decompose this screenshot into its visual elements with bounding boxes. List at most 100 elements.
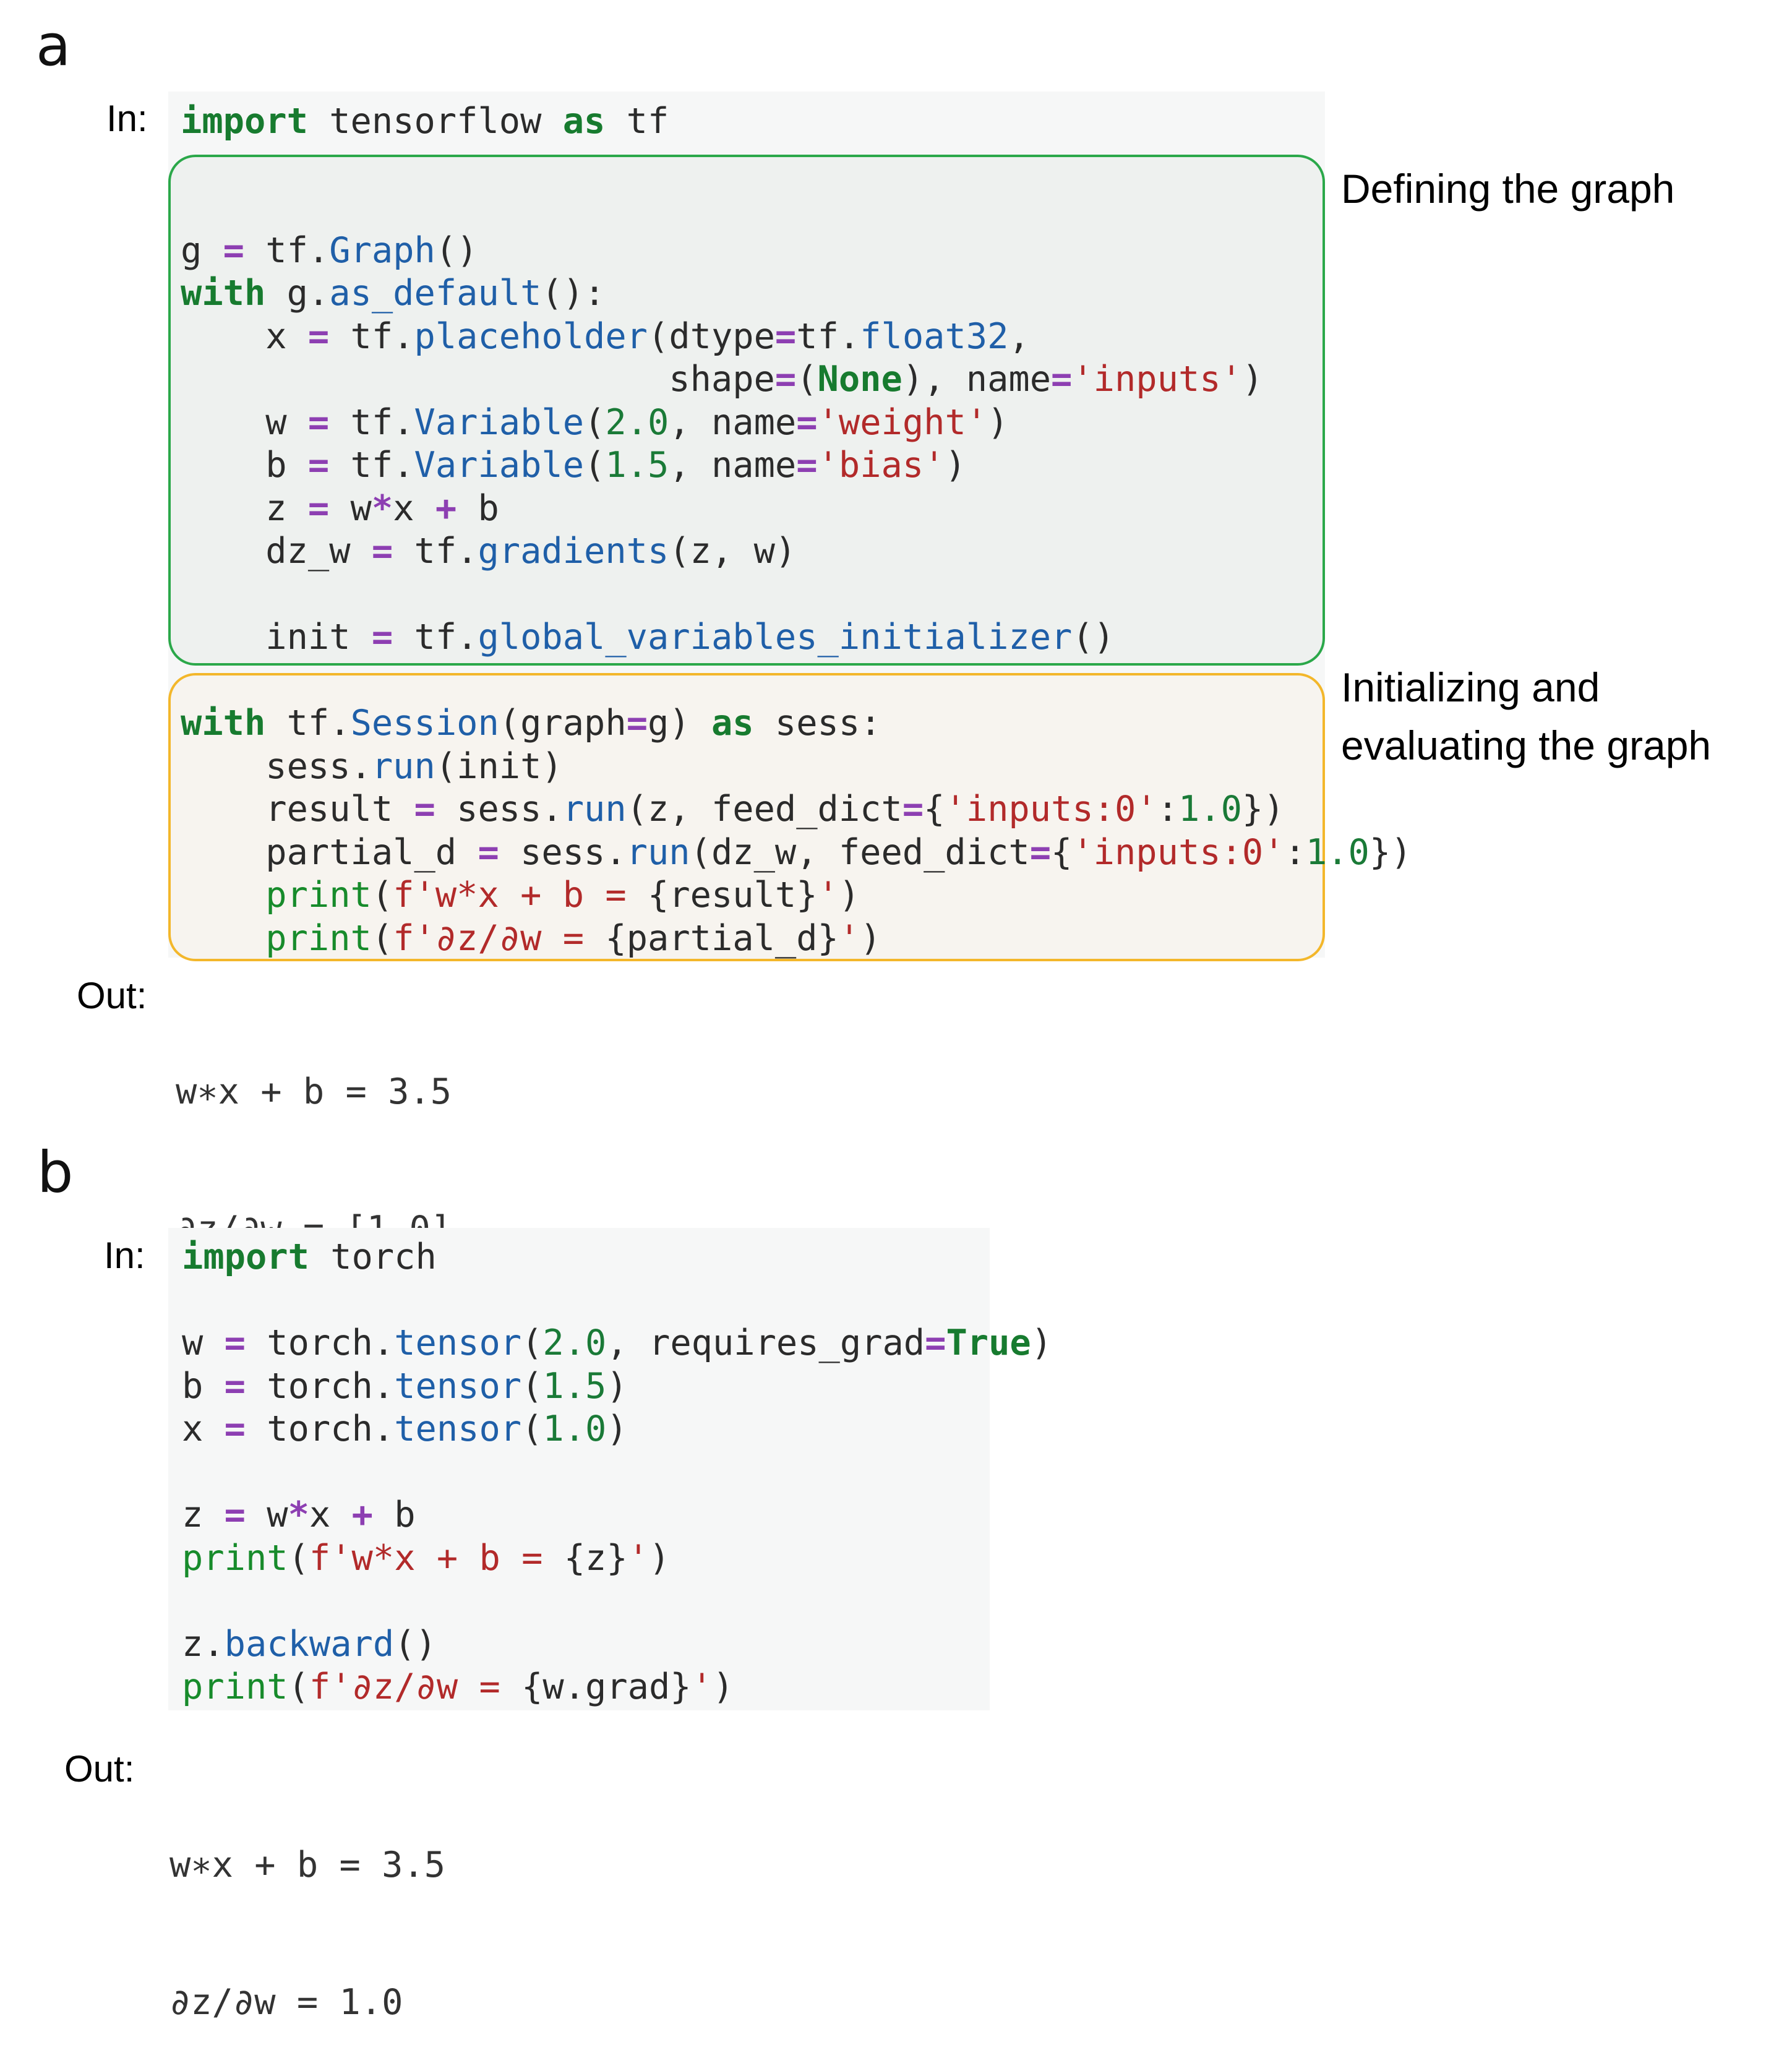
pytorch-code-token: torch. [245,1409,395,1449]
tensorflow-code-token: Variable [414,445,585,486]
tensorflow-code-token: = [626,703,648,744]
pytorch-code-token: = [224,1323,246,1363]
pytorch-code-token: ' [627,1537,649,1579]
pytorch-code-token: torch [309,1237,437,1277]
tensorflow-code-token: = [307,315,330,357]
pytorch-code-token: ) [1031,1323,1053,1363]
pytorch-code-token: , requires_grad [606,1323,925,1363]
tensorflow-code-token: global_variables_initializer [478,617,1073,658]
tensorflow-code-token: {partial_d} [605,917,839,959]
tensorflow-code-token: gradients [478,531,669,572]
tensorflow-code-token: z [181,487,308,529]
tensorflow-code-token: ' [838,917,860,959]
tensorflow-code-token: x [393,487,435,529]
tensorflow-code-line: result = sess.run(z, feed_dict={'inputs:… [181,788,1412,831]
pytorch-code-token: ' [691,1666,713,1707]
tensorflow-code-token: = [1029,831,1052,873]
tensorflow-code-token: ) [987,401,1009,443]
tensorflow-code-token: tf. [393,617,478,658]
tensorflow-code-token: b [181,445,308,486]
tensorflow-code-token: () [435,229,478,271]
tensorflow-code-token: }) [1369,831,1412,873]
tensorflow-code-token: 'bias' [817,445,945,486]
pytorch-code-token: () [394,1623,437,1665]
tensorflow-code-token: ) [860,917,881,959]
tensorflow-code-token: tf. [244,229,330,271]
pytorch-code-line: print(f'w*x + b = {z}') [182,1537,1052,1580]
tensorflow-code-token: 1.0 [1305,831,1370,873]
pytorch-code-line: x = torch.tensor(1.0) [182,1408,1052,1451]
tensorflow-code-token: tf [605,101,669,142]
pytorch-code-token: ( [521,1365,543,1407]
pytorch-code-token: f'∂z/∂w = [309,1666,522,1707]
pytorch-code-token: = [925,1323,946,1363]
tensorflow-code-token: g) [648,703,711,744]
tensorflow-code-token: 'inputs:0' [1072,831,1285,873]
pytorch-code-line: z = w*x + b [182,1494,1052,1537]
tensorflow-code-token: = [223,229,244,271]
tensorflow-code-token: : [1284,831,1306,873]
tensorflow-code-line: b = tf.Variable(1.5, name='bias') [181,444,1412,487]
tensorflow-code-token: = [307,401,330,443]
pytorch-code-line: b = torch.tensor(1.5) [182,1365,1052,1409]
tensorflow-code-token: g. [265,273,330,314]
tensorflow-code-token: , [1008,315,1030,357]
tensorflow-code-line: import tensorflow as tf [181,100,1412,144]
panel-a-tensorflow-code: import tensorflow as tf g = tf.Graph()wi… [181,100,1412,960]
pytorch-code-token: b [372,1494,416,1535]
tensorflow-code-token: (z, w) [669,531,797,572]
tensorflow-code-token: = [307,445,330,486]
tensorflow-code-token: tf. [393,531,478,572]
tensorflow-code-token: tf. [329,315,414,357]
tensorflow-code-token: (dz_w, feed_dict [690,831,1030,873]
tensorflow-code-token: dz_w [181,531,372,572]
tensorflow-code-token: 'inputs:0' [945,789,1157,830]
tensorflow-code-token: , name [669,445,797,486]
tensorflow-code-token: = [478,831,499,873]
pytorch-code-token: ) [712,1666,734,1707]
tensorflow-code-token: = [902,789,924,830]
tensorflow-code-token: ' [817,875,839,915]
pytorch-code-token: tensor [394,1409,522,1449]
tensorflow-code-token: (graph [499,703,627,744]
tensorflow-code-token: = [371,531,393,572]
panel-b-output-line-2: ∂z/∂w = 1.0 [169,1982,403,2023]
tensorflow-code-token: f'w*x + b = [393,875,648,915]
pytorch-code-token: ) [606,1409,628,1449]
tensorflow-code-token: = [371,617,393,658]
tensorflow-code-line: g = tf.Graph() [181,229,1412,273]
pytorch-code-token: {z} [564,1537,628,1579]
pytorch-code-token: = [224,1365,246,1407]
pytorch-code-token: ( [288,1666,309,1707]
pytorch-code-token: tensor [394,1365,522,1407]
tensorflow-code-line: w = tf.Variable(2.0, name='weight') [181,401,1412,445]
tensorflow-code-token: tf. [329,401,414,443]
tensorflow-code-token: b [457,487,499,529]
pytorch-code-token: ( [288,1537,309,1579]
pytorch-code-token: * [288,1494,309,1535]
tensorflow-code-token: sess. [499,831,627,873]
tensorflow-code-token: (dtype [648,315,775,357]
tensorflow-code-token: Session [350,703,499,744]
tensorflow-code-token: None [817,359,902,400]
tensorflow-code-token: = [774,359,797,400]
pytorch-code-token: 1.0 [542,1409,607,1449]
panel-b-pytorch-code: import torch w = torch.tensor(2.0, requi… [182,1236,1052,1709]
tensorflow-code-token: as_default [329,273,542,314]
tensorflow-code-line: print(f'∂z/∂w = {partial_d}') [181,917,1412,961]
tensorflow-code-token: { [1051,831,1073,873]
pytorch-code-token: z. [182,1623,225,1665]
tensorflow-code-line [181,659,1412,703]
tensorflow-code-token: 2.0 [605,401,669,443]
tensorflow-code-token: placeholder [414,315,648,357]
tensorflow-code-token: ) [1241,359,1264,400]
pytorch-code-line: import torch [182,1236,1052,1279]
pytorch-code-token: x [182,1409,225,1449]
annotation-evaluating-graph: Initializing and evaluating the graph [1341,658,1711,774]
tensorflow-code-token [181,918,265,959]
tensorflow-code-token: { [924,789,945,830]
annotation-evaluating-line-2: evaluating the graph [1341,722,1712,768]
pytorch-code-token: z [182,1494,225,1535]
tensorflow-code-token: sess. [435,789,563,830]
tensorflow-code-line [181,144,1412,187]
